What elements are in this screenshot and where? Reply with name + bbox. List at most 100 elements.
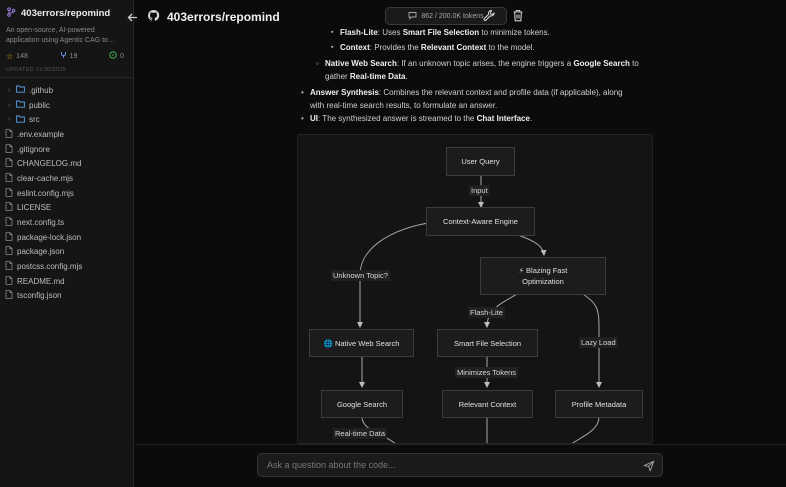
send-icon: [643, 460, 655, 472]
tree-folder[interactable]: ›src: [5, 112, 133, 127]
stars-stat: ☆ 148: [6, 51, 28, 61]
file-icon: [5, 261, 13, 272]
file-icon: [5, 173, 13, 184]
delete-button[interactable]: [512, 9, 524, 27]
file-icon: [5, 129, 13, 140]
node-smart-file-selection: Smart File Selection: [437, 329, 538, 357]
page-title: 403errors/repomind: [167, 10, 280, 24]
optimization-line-2: Optimization: [522, 277, 564, 286]
file-icon: [5, 187, 13, 199]
message-line: with real-time search results, to formul…: [310, 101, 498, 110]
tree-item-label: eslint.config.mjs: [17, 188, 74, 198]
tree-file[interactable]: postcss.config.mjs: [5, 259, 133, 274]
node-relevant-context: Relevant Context: [442, 390, 533, 418]
message-line: Answer Synthesis: Combines the relevant …: [301, 88, 623, 98]
flowchart-diagram: User Query Context-Aware Engine ⚡ Blazin…: [297, 134, 653, 444]
tree-file[interactable]: next.config.ts: [5, 215, 133, 230]
updated-date: UPDATED 11/30/2025: [6, 67, 66, 73]
tree-item-label: src: [29, 115, 40, 125]
chevron-right-icon: ›: [7, 86, 11, 94]
tree-file[interactable]: tsconfig.json: [5, 289, 133, 304]
sidebar-divider: [0, 77, 133, 78]
node-context-aware-engine: Context-Aware Engine: [426, 207, 535, 236]
tree-file[interactable]: package.json: [5, 245, 133, 260]
file-icon: [5, 246, 13, 257]
file-icon: [5, 275, 13, 287]
tree-item-label: .env.example: [17, 129, 64, 139]
repo-header: 403errors/repomind An open-source, AI-po…: [0, 0, 133, 73]
arrow-left-icon: [127, 13, 137, 21]
file-icon: [5, 158, 13, 169]
wrench-icon: [483, 9, 495, 21]
edge-label-minimizes-tokens: Minimizes Tokens: [455, 367, 519, 378]
tree-item-label: .gitignore: [17, 144, 50, 154]
message-line: gather Real-time Data.: [325, 72, 408, 81]
edge-label-flash-lite: Flash-Lite: [468, 307, 505, 318]
tree-item-label: tsconfig.json: [17, 291, 62, 301]
tree-folder[interactable]: ›public: [5, 98, 133, 113]
issues-count: 0: [120, 52, 124, 60]
tree-item-label: CHANGELOG.md: [17, 159, 82, 169]
file-icon: [5, 231, 13, 243]
tree-item-label: README.md: [17, 276, 65, 286]
tree-item-label: next.config.ts: [17, 218, 65, 228]
sidebar: 403errors/repomind An open-source, AI-po…: [0, 0, 134, 487]
tree-folder[interactable]: › .github: [5, 83, 133, 98]
repo-title[interactable]: 403errors/repomind: [6, 6, 127, 20]
file-icon: [5, 202, 13, 213]
tree-file[interactable]: .gitignore: [5, 142, 133, 157]
folder-icon: [16, 115, 25, 125]
file-icon: [5, 143, 13, 155]
tree-file[interactable]: package-lock.json: [5, 230, 133, 245]
edge-label-input: Input: [469, 185, 490, 196]
tree-file[interactable]: LICENSE: [5, 201, 133, 216]
send-button[interactable]: [643, 459, 655, 477]
message-line: Flash-Lite: Uses Smart File Selection to…: [331, 28, 550, 38]
settings-button[interactable]: [483, 9, 496, 27]
edge-label-lazy-load: Lazy Load: [579, 337, 618, 348]
tree-file[interactable]: CHANGELOG.md: [5, 156, 133, 171]
file-icon: [5, 217, 13, 228]
tree-file[interactable]: clear-cache.mjs: [5, 171, 133, 186]
node-google-search: Google Search: [321, 390, 403, 418]
issue-icon: [109, 51, 117, 61]
assistant-message: Flash-Lite: Uses Smart File Selection to…: [287, 24, 667, 444]
file-icon: [5, 290, 13, 301]
node-profile-metadata: Profile Metadata: [555, 390, 643, 418]
chat-input[interactable]: Ask a question about the code...: [257, 453, 663, 477]
chat-input-placeholder: Ask a question about the code...: [267, 460, 396, 470]
repo-name: 403errors/repomind: [21, 7, 111, 19]
edge-label-unknown-topic: Unknown Topic?: [331, 270, 390, 281]
tree-item-label: public: [29, 100, 50, 110]
token-counter: 862 / 200.0K tokens: [385, 7, 507, 25]
message-line: UI: The synthesized answer is streamed t…: [301, 114, 532, 124]
node-native-web-search: 🌐 Native Web Search: [309, 329, 414, 357]
back-button[interactable]: [124, 9, 140, 25]
tree-file[interactable]: eslint.config.mjs: [5, 186, 133, 201]
chat-bubble-icon: [408, 11, 417, 22]
tree-file[interactable]: README.md: [5, 274, 133, 289]
forks-count: 19: [69, 52, 78, 60]
github-link[interactable]: [147, 9, 160, 27]
repo-stats: ☆ 148 19 0: [6, 51, 127, 61]
folder-icon: [16, 85, 25, 95]
github-icon: [147, 9, 160, 21]
trash-icon: [513, 9, 523, 22]
repo-icon: [6, 6, 16, 20]
file-tree: › .github ›public›src .env.example .gitignor…: [0, 78, 133, 303]
tree-item-label: .github: [29, 85, 54, 95]
optimization-line-1: ⚡ Blazing Fast: [518, 266, 568, 275]
token-count: 862 / 200.0K tokens: [421, 12, 484, 20]
fork-icon: [60, 51, 67, 61]
folder-icon: [16, 100, 25, 110]
message-line: Native Web Search: If an unknown topic a…: [316, 59, 639, 69]
edge-label-real-time-data: Real-time Data: [333, 428, 388, 439]
tree-file[interactable]: .env.example: [5, 127, 133, 142]
repo-description: An open-source, AI-powered application u…: [6, 27, 115, 44]
stars-count: 148: [16, 52, 28, 60]
node-user-query: User Query: [446, 147, 515, 176]
star-icon: ☆: [6, 51, 14, 61]
issues-stat: 0: [109, 51, 124, 61]
tree-item-label: postcss.config.mjs: [17, 262, 83, 272]
tree-item-label: clear-cache.mjs: [17, 173, 74, 183]
